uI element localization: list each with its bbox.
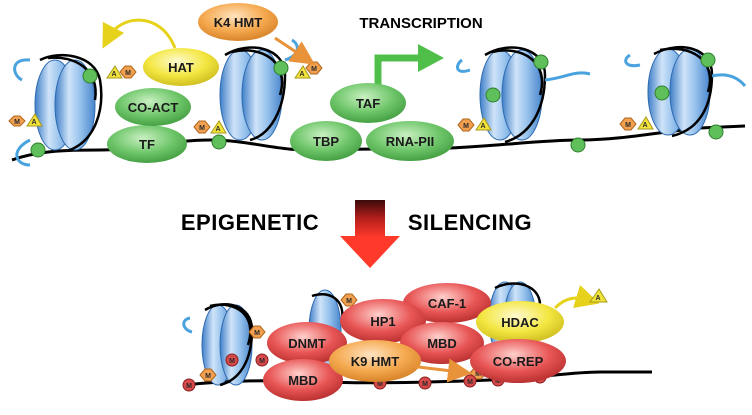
svg-text:MBD: MBD — [288, 373, 318, 388]
svg-text:A: A — [111, 71, 116, 78]
mbd-protein-upper: MBD — [400, 322, 484, 364]
transcription-arrow-icon — [374, 44, 444, 92]
tf-protein: TF — [107, 125, 187, 163]
methyl-mark-icon: M — [305, 61, 323, 75]
svg-text:M: M — [259, 358, 265, 365]
svg-text:A: A — [595, 295, 600, 302]
nucleosome-icon — [182, 303, 254, 387]
caf-1-protein: CAF-1 — [403, 283, 491, 323]
svg-text:M: M — [625, 122, 631, 129]
acetyl-mark-icon: A — [210, 120, 227, 134]
svg-text:M: M — [422, 381, 428, 388]
svg-text:A: A — [31, 119, 36, 126]
acetyl-mark-icon: A — [26, 113, 43, 127]
nucleosome-icon — [456, 46, 591, 153]
methyl-mark-icon: M — [8, 115, 26, 127]
acetyl-mark-icon: A — [106, 65, 123, 79]
svg-text:M: M — [186, 383, 192, 390]
acetyl-mark-icon: A — [589, 288, 608, 303]
svg-text:M: M — [229, 358, 235, 365]
k4-hmt-protein: K4 HMT — [198, 3, 278, 41]
silencing-arrow-icon — [340, 200, 400, 268]
nucleosome-icon — [13, 53, 103, 167]
svg-text:CO-ACT: CO-ACT — [128, 100, 179, 115]
k9-hmt-protein: K9 HMT — [329, 340, 421, 382]
svg-text:M: M — [377, 381, 383, 388]
svg-text:M: M — [205, 373, 211, 380]
active-chromatin: M A A M A M — [8, 3, 747, 167]
svg-text:HAT: HAT — [168, 60, 194, 75]
nucleosome-icon — [211, 38, 299, 150]
svg-text:A: A — [299, 71, 304, 78]
svg-text:TBP: TBP — [313, 134, 339, 149]
acetyl-mark-icon: A — [294, 65, 311, 79]
methyl-mark-icon: M — [199, 368, 217, 382]
epigenetic-label: EPIGENETIC — [181, 210, 319, 235]
svg-text:TF: TF — [139, 137, 155, 152]
co-rep-protein: CO-REP — [470, 339, 566, 383]
svg-text:CAF-1: CAF-1 — [428, 296, 466, 311]
dnmt-protein: DNMT — [267, 322, 347, 364]
hp1-protein: HP1 — [340, 299, 426, 343]
svg-text:CO-REP: CO-REP — [493, 354, 544, 369]
hdac-arrow — [553, 285, 600, 310]
mbd-protein-lower: MBD — [263, 359, 343, 401]
svg-text:M: M — [495, 378, 501, 385]
svg-text:M: M — [346, 298, 352, 305]
nucleosome-icon — [624, 45, 747, 140]
svg-text:HDAC: HDAC — [501, 315, 539, 330]
co-act-protein: CO-ACT — [115, 88, 191, 126]
svg-text:K4 HMT: K4 HMT — [214, 15, 262, 30]
tbp-protein: TBP — [290, 121, 362, 161]
methyl-mark-icon: M — [248, 325, 266, 339]
svg-text:RNA-PII: RNA-PII — [386, 134, 434, 149]
silenced-chromatin: M M M M M M M M M M M — [182, 281, 652, 401]
svg-text:A: A — [642, 122, 647, 129]
svg-text:M: M — [467, 379, 473, 386]
k4-hmt-arrow — [274, 36, 315, 65]
rna-pii-protein: RNA-PII — [366, 121, 454, 161]
svg-text:K9 HMT: K9 HMT — [351, 354, 399, 369]
svg-text:M: M — [475, 371, 481, 378]
k9-hmt-arrow — [409, 358, 472, 383]
hdac-protein: HDAC — [476, 301, 564, 343]
methyl-mark-icon: M — [457, 118, 475, 132]
svg-text:DNMT: DNMT — [288, 336, 326, 351]
svg-text:M: M — [199, 125, 205, 132]
acetyl-mark-icon: A — [475, 117, 492, 131]
svg-text:MBD: MBD — [427, 336, 457, 351]
dna-strand-bottom — [184, 370, 652, 387]
svg-text:TAF: TAF — [356, 96, 380, 111]
hat-protein: HAT — [143, 48, 219, 86]
svg-text:M: M — [254, 330, 260, 337]
transcription-label: TRANSCRIPTION — [359, 15, 482, 32]
svg-text:A: A — [480, 123, 485, 130]
svg-text:HP1: HP1 — [370, 314, 395, 329]
svg-text:M: M — [14, 119, 20, 126]
hat-arrow — [102, 18, 177, 49]
svg-text:M: M — [125, 70, 131, 77]
methyl-mark-icon: M — [119, 65, 137, 79]
svg-text:M: M — [463, 123, 469, 130]
taf-protein: TAF — [330, 83, 406, 123]
svg-text:A: A — [215, 126, 220, 133]
methyl-mark-icon: M — [193, 120, 211, 134]
silencing-label: SILENCING — [408, 210, 532, 235]
methyl-mark-icon: M — [340, 293, 358, 307]
methyl-mark-icon: M — [619, 117, 637, 131]
acetyl-mark-icon: A — [637, 116, 654, 130]
svg-text:M: M — [311, 66, 317, 73]
